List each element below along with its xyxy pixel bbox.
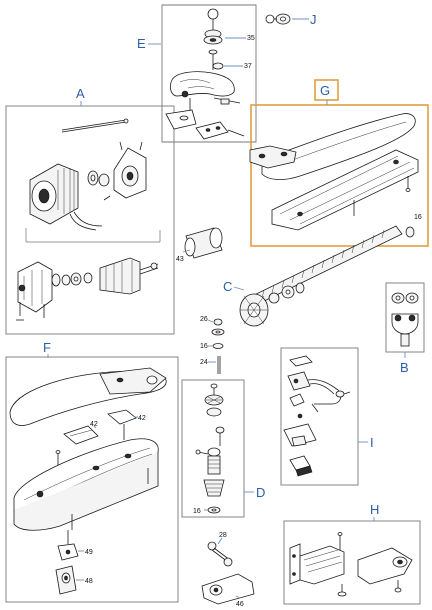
assembly-f xyxy=(9,367,167,595)
part-43: 43 xyxy=(176,256,184,263)
part-37: 37 xyxy=(244,63,252,70)
assembly-g-cover[interactable] xyxy=(249,113,419,231)
assembly-small-parts xyxy=(207,318,225,374)
part-48: 48 xyxy=(85,578,93,585)
assembly-28-46 xyxy=(201,537,255,605)
part-49: 49 xyxy=(85,549,93,556)
label-f: F xyxy=(43,340,51,355)
assembly-e xyxy=(165,8,246,140)
assembly-a xyxy=(16,118,161,321)
label-g[interactable]: G xyxy=(320,83,330,98)
frame-f xyxy=(5,356,179,603)
leader-c xyxy=(233,286,245,291)
part-16-mid: 16 xyxy=(200,343,208,350)
label-h: H xyxy=(370,502,379,517)
assembly-b xyxy=(391,292,419,347)
frame-g-highlight[interactable] xyxy=(250,104,429,247)
assembly-h xyxy=(289,532,413,597)
frame-h xyxy=(283,520,421,605)
label-e: E xyxy=(137,36,146,51)
label-a: A xyxy=(76,86,85,101)
frame-d xyxy=(181,379,245,518)
part-28: 28 xyxy=(219,532,227,539)
frame-e xyxy=(161,4,257,143)
label-c: C xyxy=(223,279,232,294)
part-16-d: 16 xyxy=(193,508,201,515)
part-46: 46 xyxy=(236,601,244,608)
assembly-i xyxy=(283,355,351,477)
frame-i xyxy=(280,347,359,486)
part-35: 35 xyxy=(247,35,255,42)
assembly-d xyxy=(195,383,225,514)
part-24: 24 xyxy=(200,359,208,366)
frame-g-label-box[interactable] xyxy=(314,79,339,101)
assembly-j xyxy=(265,13,291,25)
part-16-c: 16 xyxy=(414,214,422,221)
part-42-b: 42 xyxy=(90,421,98,428)
label-d: D xyxy=(256,485,265,500)
part-26: 26 xyxy=(200,316,208,323)
label-i: I xyxy=(370,435,374,450)
label-j: J xyxy=(310,12,317,27)
assembly-c xyxy=(182,225,415,327)
frame-a xyxy=(5,105,175,335)
part-42-a: 42 xyxy=(138,415,146,422)
label-b: B xyxy=(400,360,409,375)
